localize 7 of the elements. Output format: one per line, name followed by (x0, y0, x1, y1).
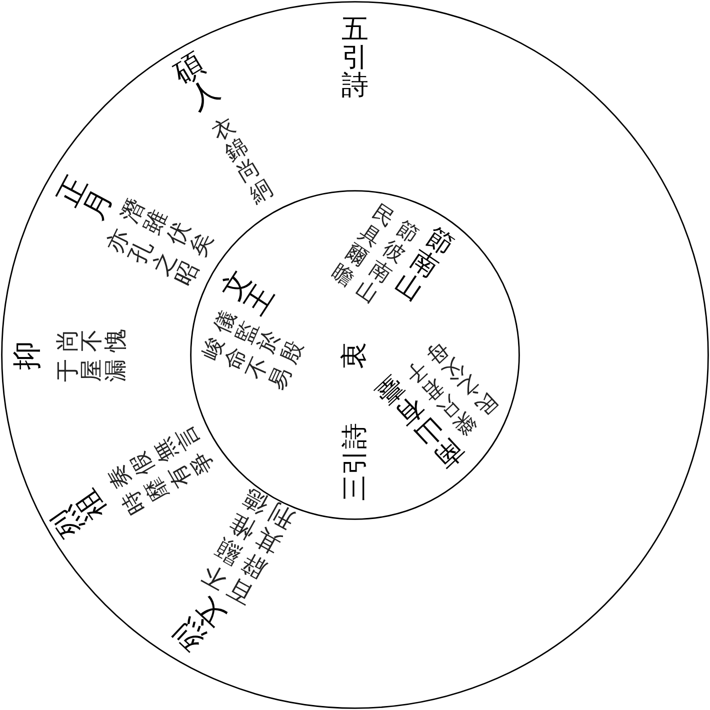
verse-text: 尚不愧于屋漏 (56, 329, 130, 383)
poem-title: 抑 (14, 340, 42, 370)
center-character: 衷 (340, 342, 368, 368)
poem-title: 正月 (53, 171, 119, 225)
ring-heading: 五引詩 (341, 15, 369, 100)
poem-title: 烈祖 (48, 484, 112, 542)
circle-heading: 三引詩 (342, 423, 368, 501)
